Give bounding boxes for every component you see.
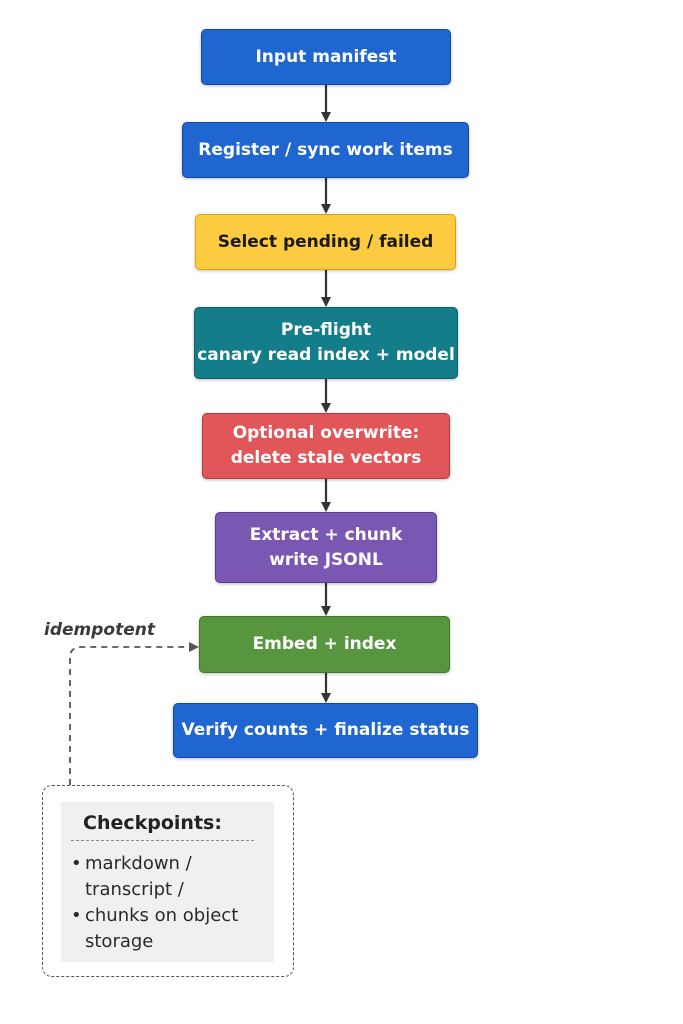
step-label: Input manifest — [255, 46, 397, 67]
idempotent-label: idempotent — [44, 620, 155, 640]
step-embed-index: Embed + index — [199, 616, 450, 673]
step-verify-finalize-status: Verify counts + finalize status — [173, 703, 478, 758]
checkpoint-item: chunks on object — [71, 903, 264, 929]
checkpoint-item-continuation: transcript / — [85, 879, 184, 900]
step-select-pending-failed: Select pending / failed — [195, 214, 456, 270]
step-label: Register / sync work items — [198, 139, 453, 160]
step-label-line-1: Optional overwrite: — [232, 423, 420, 443]
step-extract-chunk: Extract + chunk write JSONL — [215, 512, 437, 583]
checkpoint-item-continuation: storage — [85, 931, 154, 952]
step-label-line-2: canary read index + model — [197, 345, 455, 365]
step-register-sync-work-items: Register / sync work items — [182, 122, 469, 178]
step-label-line-1: Pre-flight — [280, 320, 372, 340]
step-optional-overwrite: Optional overwrite: delete stale vectors — [202, 413, 450, 479]
step-label: Select pending / failed — [217, 231, 434, 252]
checkpoints-title: Checkpoints: — [71, 810, 254, 841]
checkpoints-list: markdown / transcript / chunks on object… — [71, 851, 264, 955]
step-label: Embed + index — [252, 634, 397, 654]
step-label-line-2: delete stale vectors — [230, 448, 422, 468]
step-label: Verify counts + finalize status — [181, 720, 470, 740]
step-label-line-2: write JSONL — [269, 549, 383, 570]
step-input-manifest: Input manifest — [201, 29, 451, 85]
step-label-line-1: Extract + chunk — [249, 524, 403, 545]
checkpoint-item: markdown / — [71, 851, 264, 877]
step-pre-flight: Pre-flight canary read index + model — [194, 307, 458, 379]
checkpoints-card: Checkpoints: markdown / transcript / chu… — [61, 802, 274, 962]
